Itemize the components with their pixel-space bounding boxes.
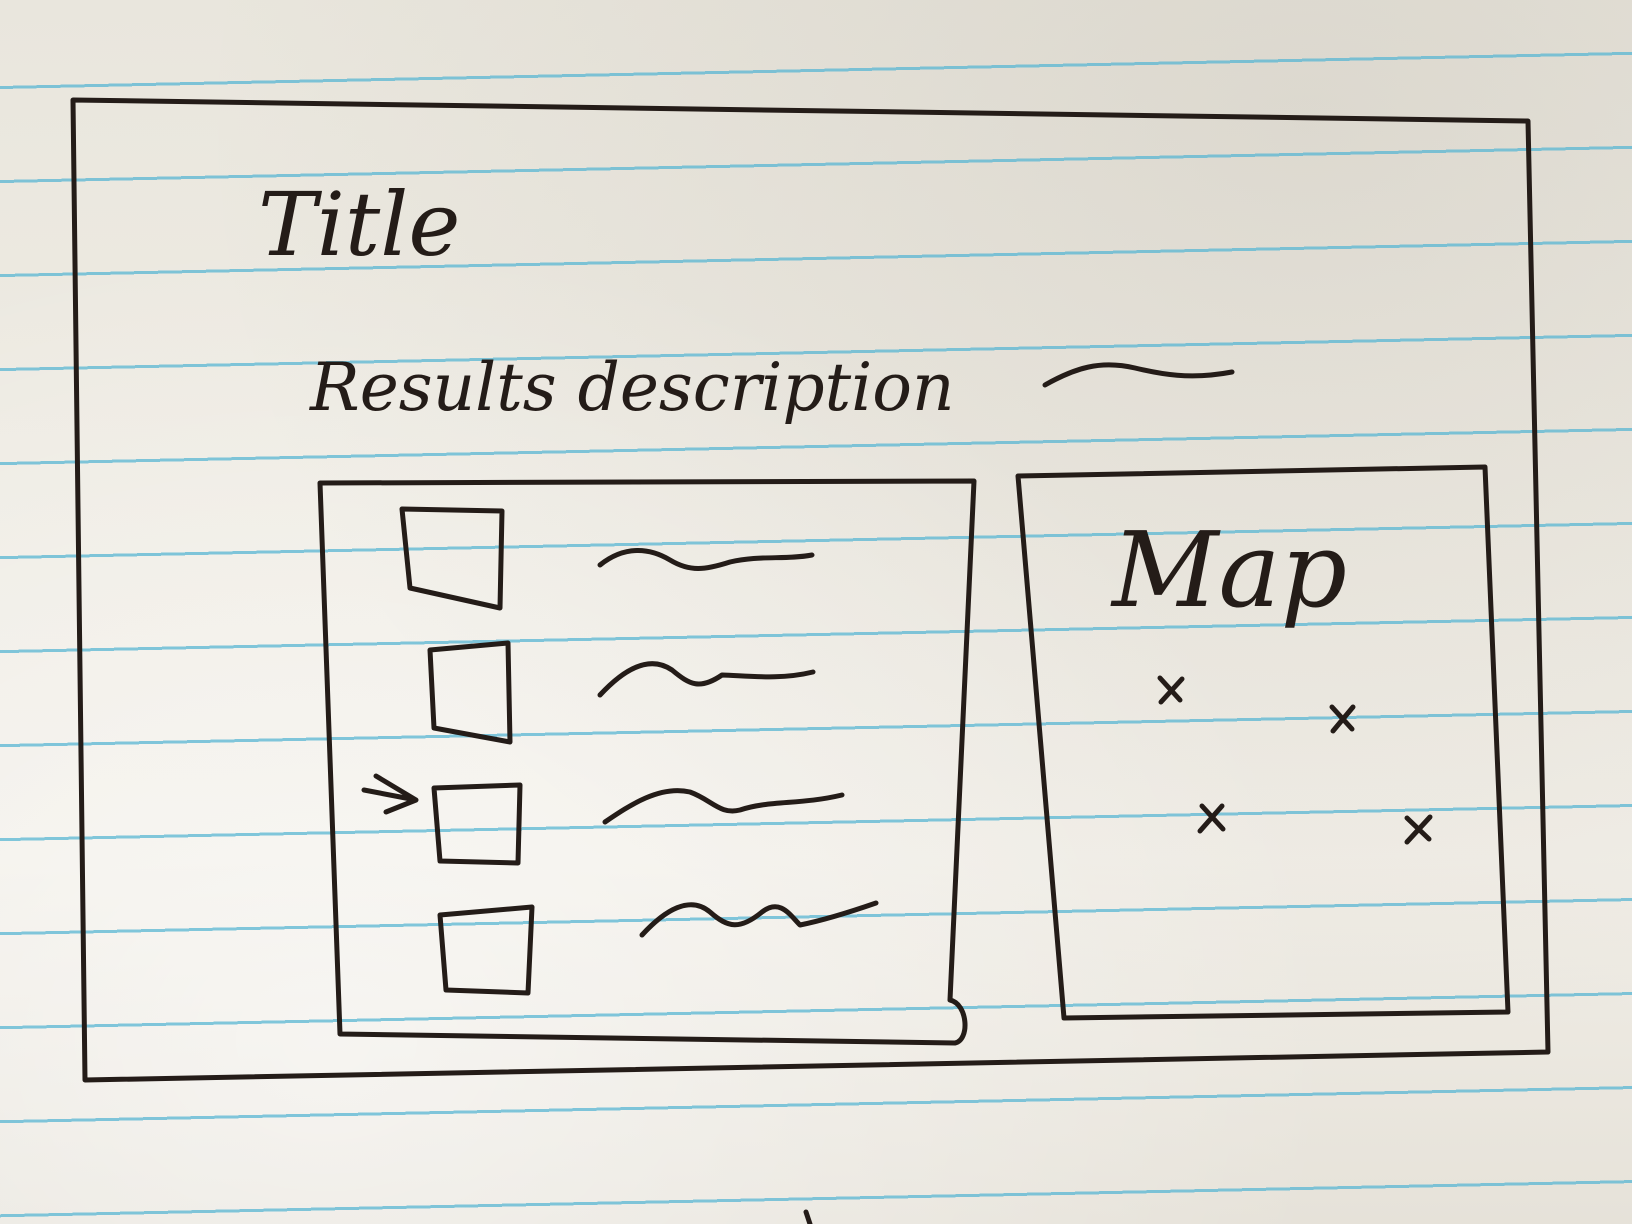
list-item-thumbnail [399, 506, 505, 611]
list-item-selected[interactable] [361, 773, 845, 866]
map-panel: Map [1015, 464, 1511, 1021]
results-description: Results description [309, 349, 955, 426]
results-list-panel [317, 478, 977, 1046]
list-item-thumbnail [431, 782, 523, 866]
map-marker-icon[interactable] [1157, 675, 1185, 705]
list-item[interactable] [427, 640, 816, 745]
selection-arrow-icon [361, 773, 419, 815]
page-frame [70, 97, 1551, 1083]
list-item-thumbnail [427, 640, 513, 745]
map-frame [1015, 464, 1511, 1021]
list-item-text-squiggle [602, 788, 845, 825]
list-item-thumbnail [437, 904, 535, 996]
map-marker-icon[interactable] [1404, 814, 1433, 845]
list-item[interactable] [437, 900, 879, 996]
results-description-squiggle [1042, 362, 1235, 388]
map-marker-icon[interactable] [1329, 704, 1356, 734]
stray-ink-mark [803, 1209, 813, 1224]
list-item-text-squiggle [597, 661, 816, 698]
map-marker-icon[interactable] [1197, 803, 1226, 834]
list-item-text-squiggle [639, 900, 879, 938]
list-item-text-squiggle [597, 548, 815, 571]
list-item[interactable] [399, 506, 815, 611]
page-title: Title [258, 173, 460, 276]
map-label: Map [1110, 509, 1347, 631]
results-list-frame [317, 478, 977, 1046]
